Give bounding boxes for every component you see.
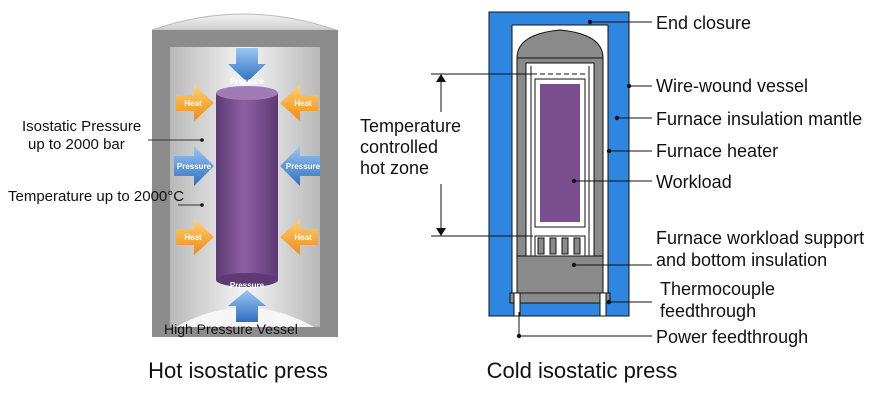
- cip-end-closure: [516, 29, 604, 59]
- cip-zone-label-line2: controlled: [360, 137, 438, 157]
- cip-label-wire-wound-vessel: Wire-wound vessel: [656, 76, 808, 96]
- cip-label-thermo-line2: feedthrough: [660, 301, 756, 321]
- hip-heat-arrow-left-lower: Heat: [176, 219, 214, 255]
- hip-workpiece-bottom: [216, 273, 278, 287]
- cip-zone-label-bg: [356, 112, 474, 184]
- hip-pressure-dot: [200, 138, 204, 142]
- hip-title: Hot isostatic press: [148, 358, 328, 383]
- hip-figure: Pressure Pressure Pressure Pressure Heat…: [8, 13, 338, 383]
- cip-zone-arrow-down: [436, 228, 446, 236]
- hip-top-dome: [151, 13, 337, 31]
- cip-label-furnace-heater: Furnace heater: [656, 141, 778, 161]
- cip-label-power-feedthrough: Power feedthrough: [656, 327, 808, 347]
- hip-heat-label: Heat: [294, 233, 312, 242]
- cip-label-end-closure: End closure: [656, 13, 751, 33]
- hip-pressure-note-line2: up to 2000 bar: [28, 136, 125, 153]
- hip-pressure-label-top: Pressure: [230, 77, 265, 86]
- cip-support-pillars: [537, 237, 581, 255]
- cip-label-insulation-mantle: Furnace insulation mantle: [656, 109, 862, 129]
- hip-heat-arrow-right-upper: Heat: [280, 85, 318, 121]
- hip-pressure-note-line1: Isostatic Pressure: [22, 118, 141, 135]
- hip-workpiece-top: [216, 86, 278, 100]
- hip-pressure-arrow-left: Pressure: [174, 146, 214, 186]
- hip-heat-arrow-left-upper: Heat: [176, 85, 214, 121]
- hip-pressure-arrow-bottom: Pressure: [228, 281, 266, 322]
- hip-heat-label: Heat: [184, 233, 202, 242]
- cip-bottom-closure: [509, 292, 611, 304]
- hip-heat-arrow-right-lower: Heat: [280, 219, 318, 255]
- hip-pressure-label-bottom: Pressure: [230, 281, 265, 290]
- hip-heat-label: Heat: [184, 99, 202, 108]
- cip-leader-dots: [516, 19, 632, 339]
- hip-pressure-arrow-top: Pressure: [228, 48, 266, 86]
- hip-pressure-label-left: Pressure: [177, 162, 212, 171]
- cip-leaders: [518, 21, 652, 337]
- hip-temperature-dot: [200, 203, 204, 207]
- hip-pressure-arrow-right: Pressure: [280, 146, 321, 186]
- cip-label-workload: Workload: [656, 172, 732, 192]
- hip-pressure-label-right: Pressure: [286, 162, 321, 171]
- hip-heat-label: Heat: [294, 99, 312, 108]
- cip-label-support-line1: Furnace workload support: [656, 228, 864, 248]
- cip-label-support-line2: and bottom insulation: [656, 250, 827, 270]
- cip-bottom-insulation: [516, 255, 604, 297]
- cip-zone-label-line1: Temperature: [360, 116, 461, 136]
- hip-temperature-note: Temperature up to 2000°C: [8, 188, 184, 205]
- cip-feedthrough-left: [513, 292, 521, 317]
- hip-workpiece: [216, 93, 278, 280]
- cip-feedthrough-right: [599, 292, 607, 317]
- cip-zone-arrow-up: [436, 74, 446, 82]
- cip-figure: Temperature controlled hot zone: [356, 11, 864, 383]
- cip-title: Cold isostatic press: [487, 358, 678, 383]
- cip-label-thermo-line1: Thermocouple: [660, 279, 775, 299]
- cip-zone-label-line3: hot zone: [360, 158, 429, 178]
- cip-workload: [540, 84, 580, 222]
- hip-vessel-label: High Pressure Vessel: [164, 321, 298, 337]
